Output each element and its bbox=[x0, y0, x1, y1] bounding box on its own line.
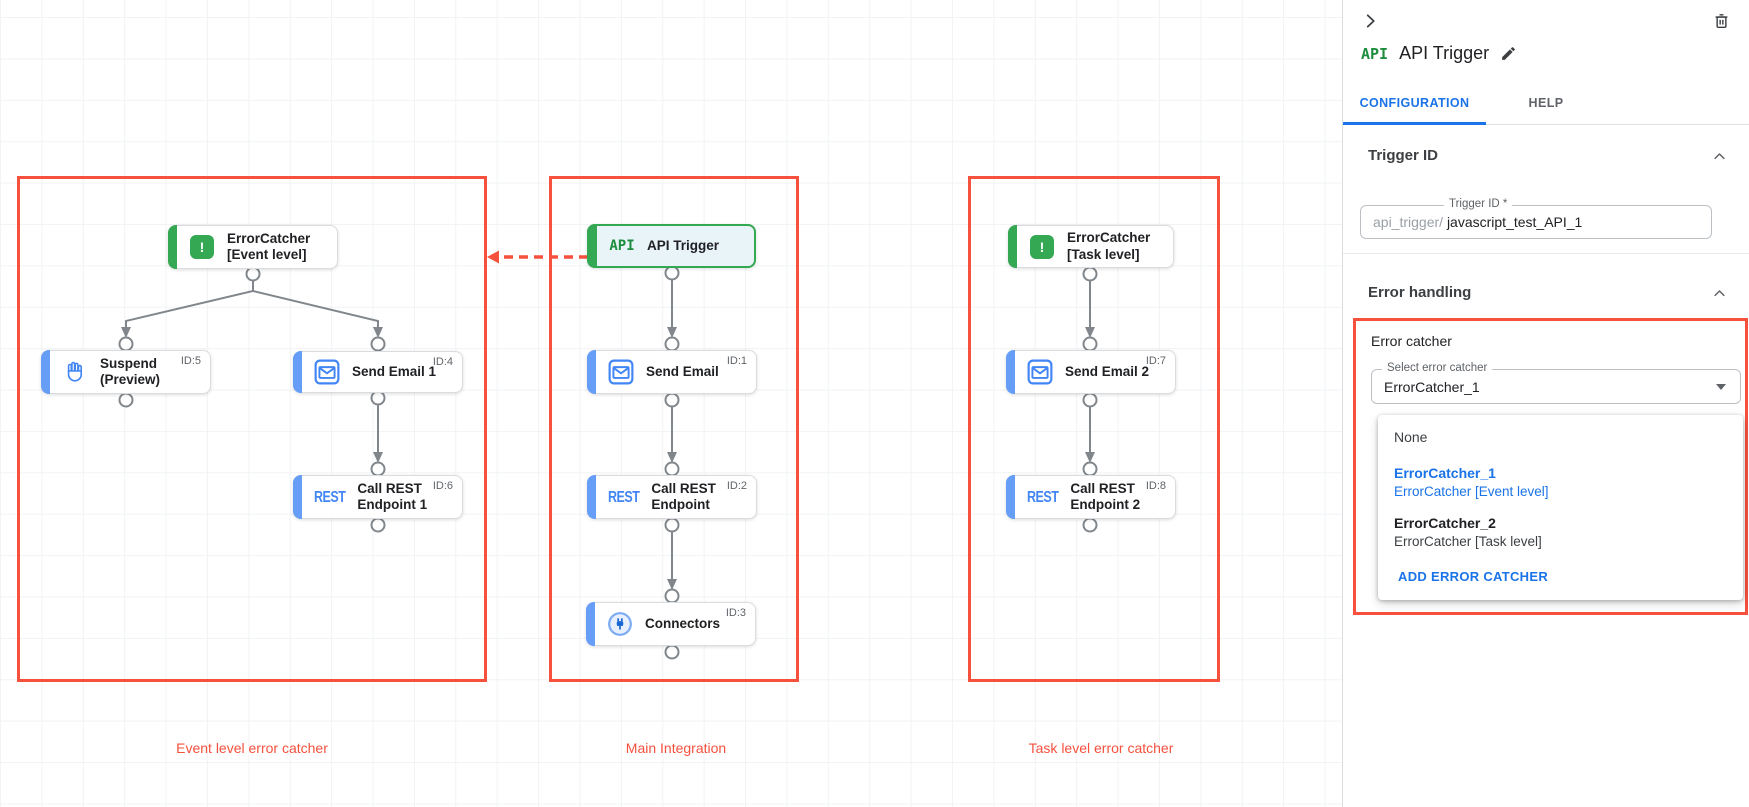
trigger-id-prefix: api_trigger/ bbox=[1373, 214, 1444, 230]
mail-icon bbox=[314, 359, 340, 385]
menu-item-name: ErrorCatcher_2 bbox=[1394, 515, 1496, 531]
menu-item-desc: ErrorCatcher [Event level] bbox=[1394, 484, 1549, 499]
node-title: Connectors bbox=[645, 615, 721, 631]
menu-item-errorcatcher-1[interactable]: ErrorCatcher_1 ErrorCatcher [Event level… bbox=[1378, 457, 1743, 507]
node-id-badge: ID:8 bbox=[1145, 480, 1166, 492]
node-id-badge: ID:7 bbox=[1145, 355, 1166, 367]
mail-icon bbox=[1027, 359, 1053, 385]
delete-icon[interactable] bbox=[1712, 11, 1731, 31]
group-outline-main bbox=[549, 176, 799, 682]
tab-help[interactable]: HELP bbox=[1528, 96, 1564, 110]
edit-title-icon[interactable] bbox=[1500, 45, 1517, 62]
integration-canvas[interactable]: Event level error catcher Main Integrati… bbox=[0, 0, 1345, 807]
select-error-catcher-value: ErrorCatcher_1 bbox=[1384, 378, 1480, 395]
node-title: ErrorCatcher bbox=[227, 230, 311, 246]
node-subtitle: [Event level] bbox=[227, 247, 307, 262]
hand-icon bbox=[62, 360, 88, 384]
group-outline-event-level bbox=[17, 176, 487, 682]
node-title: Call REST bbox=[357, 480, 422, 496]
error-routing-arrow bbox=[487, 250, 588, 264]
rest-icon: REST bbox=[608, 488, 640, 506]
node-title: Call REST bbox=[1070, 480, 1135, 496]
api-icon: API bbox=[609, 238, 635, 254]
group-label-event-level: Event level error catcher bbox=[176, 740, 328, 756]
add-error-catcher-button[interactable]: ADD ERROR CATCHER bbox=[1398, 569, 1549, 584]
chevron-up-icon[interactable] bbox=[1712, 286, 1727, 301]
node-subtitle: Endpoint 2 bbox=[1070, 497, 1141, 512]
node-id-badge: ID:4 bbox=[432, 356, 453, 368]
node-title: Send Email 2 bbox=[1065, 363, 1150, 379]
select-error-catcher[interactable]: Select error catcher ErrorCatcher_1 bbox=[1371, 362, 1741, 404]
trigger-id-label: Trigger ID * bbox=[1444, 198, 1513, 210]
trigger-id-value: javascript_test_API_1 bbox=[1446, 214, 1583, 230]
node-send-email-1[interactable]: Send Email 1 ID:4 bbox=[293, 351, 463, 393]
trigger-id-input[interactable]: Trigger ID * api_trigger/ javascript_tes… bbox=[1360, 198, 1712, 239]
error-catcher-icon: ! bbox=[189, 235, 215, 259]
error-catcher-icon: ! bbox=[1029, 234, 1055, 259]
node-api-trigger[interactable]: API API Trigger bbox=[587, 224, 756, 268]
tab-configuration[interactable]: CONFIGURATION bbox=[1359, 96, 1470, 110]
node-subtitle: [Task level] bbox=[1067, 246, 1140, 262]
menu-item-name: ErrorCatcher_1 bbox=[1394, 465, 1496, 481]
node-title: Send Email 1 bbox=[352, 363, 437, 379]
section-trigger-id: Trigger ID bbox=[1368, 147, 1439, 164]
edges-layer bbox=[118, 250, 1098, 660]
edge-arrowheads bbox=[121, 327, 1095, 590]
rest-icon: REST bbox=[1027, 488, 1059, 506]
tab-underline bbox=[1343, 122, 1486, 125]
node-errorcatcher-task-level[interactable]: ! ErrorCatcher[Task level] bbox=[1008, 225, 1174, 268]
panel-title: API Trigger bbox=[1399, 43, 1490, 63]
node-title: Suspend bbox=[100, 355, 158, 371]
node-id-badge: ID:3 bbox=[725, 607, 746, 619]
node-subtitle: Endpoint bbox=[651, 497, 710, 512]
node-errorcatcher-event-level[interactable]: ! ErrorCatcher[Event level] bbox=[168, 225, 338, 269]
section-error-handling: Error handling bbox=[1368, 284, 1472, 301]
node-subtitle: (Preview) bbox=[100, 372, 161, 387]
menu-item-errorcatcher-2[interactable]: ErrorCatcher_2 ErrorCatcher [Task level] bbox=[1378, 507, 1743, 557]
chevron-up-icon[interactable] bbox=[1712, 149, 1727, 164]
node-id-badge: ID:6 bbox=[432, 480, 453, 492]
edge-ports[interactable] bbox=[118, 265, 1098, 660]
connectors-icon bbox=[607, 611, 633, 637]
node-connectors[interactable]: Connectors ID:3 bbox=[586, 602, 756, 646]
select-error-catcher-label: Select error catcher bbox=[1382, 362, 1493, 374]
error-catcher-highlight: Error catcher Select error catcher Error… bbox=[1353, 318, 1748, 615]
node-id-badge: ID:2 bbox=[726, 480, 747, 492]
error-catcher-label: Error catcher bbox=[1371, 333, 1452, 349]
config-panel: API API Trigger CONFIGURATION HELP Trigg… bbox=[1342, 0, 1749, 807]
edge-lines bbox=[125, 279, 1091, 580]
collapse-panel-icon[interactable] bbox=[1361, 12, 1379, 30]
panel-tabs: CONFIGURATION HELP bbox=[1343, 86, 1749, 125]
group-label-main: Main Integration bbox=[625, 740, 727, 756]
group-outline-task-level bbox=[968, 176, 1220, 682]
group-label-task-level: Task level error catcher bbox=[1028, 740, 1174, 756]
mail-icon bbox=[608, 359, 634, 385]
node-title: ErrorCatcher bbox=[1067, 230, 1151, 246]
menu-item-desc: ErrorCatcher [Task level] bbox=[1394, 534, 1542, 549]
error-catcher-menu: None ErrorCatcher_1 ErrorCatcher [Event … bbox=[1378, 415, 1743, 600]
api-trigger-logo-icon: API bbox=[1361, 44, 1389, 63]
chevron-down-icon[interactable] bbox=[1716, 384, 1726, 390]
node-id-badge: ID:5 bbox=[180, 355, 201, 367]
rest-icon: REST bbox=[314, 488, 346, 506]
node-subtitle: Endpoint 1 bbox=[357, 497, 428, 512]
node-title: API Trigger bbox=[647, 237, 720, 253]
menu-item-none[interactable]: None bbox=[1394, 429, 1428, 445]
node-send-email-2[interactable]: Send Email 2 ID:7 bbox=[1006, 350, 1176, 394]
node-send-email[interactable]: Send Email ID:1 bbox=[587, 350, 757, 394]
node-id-badge: ID:1 bbox=[726, 355, 747, 367]
node-suspend[interactable]: Suspend(Preview) ID:5 bbox=[41, 350, 211, 394]
node-title: Send Email bbox=[646, 363, 719, 379]
node-title: Call REST bbox=[651, 480, 716, 496]
